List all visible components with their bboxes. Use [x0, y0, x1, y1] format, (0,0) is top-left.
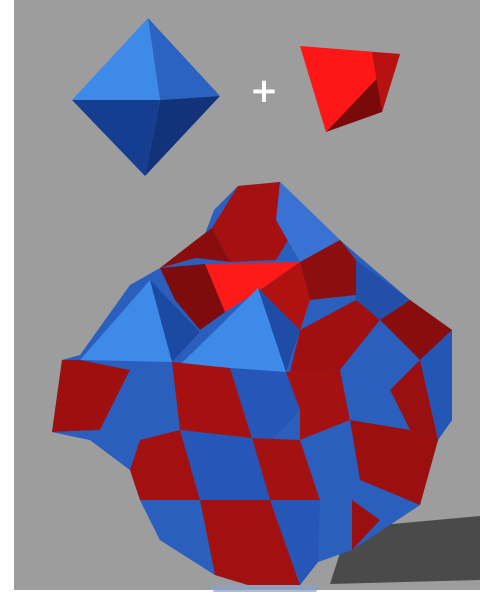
frame-bottom [0, 590, 480, 604]
plus-sign: + [250, 71, 279, 111]
floor-reflection [210, 585, 320, 592]
